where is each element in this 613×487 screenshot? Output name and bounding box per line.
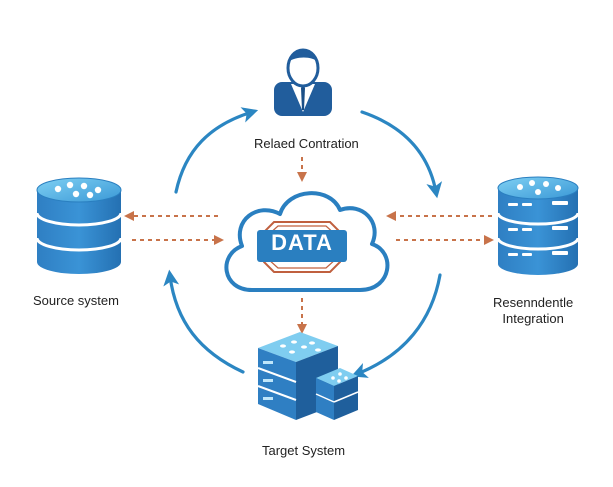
cycle-arrow-top-to-right (360, 110, 443, 199)
dashed-arrows (124, 157, 494, 334)
related-contration-label: Relaed Contration (254, 136, 359, 151)
person-icon (274, 48, 332, 116)
integration-label-line1: Resenndentle (493, 295, 574, 310)
source-system-label: Source system (33, 293, 119, 308)
integration-label: Resenndentle Integration (493, 295, 573, 327)
server-stack-icon (496, 176, 580, 275)
cycle-arrow-bottom-to-left (163, 269, 245, 374)
cycle-arrow-right-to-bottom (351, 273, 442, 378)
target-system-label: Target System (262, 443, 346, 458)
data-label: DATA (271, 230, 333, 255)
integration-label-line2: Integration (502, 311, 564, 326)
cycle-arrow-left-to-top (174, 107, 259, 194)
server-rack-icon (257, 332, 359, 420)
data-badge (257, 230, 347, 262)
database-icon (35, 177, 123, 274)
cycle-arrows (163, 107, 443, 378)
cloud-icon (224, 191, 390, 292)
